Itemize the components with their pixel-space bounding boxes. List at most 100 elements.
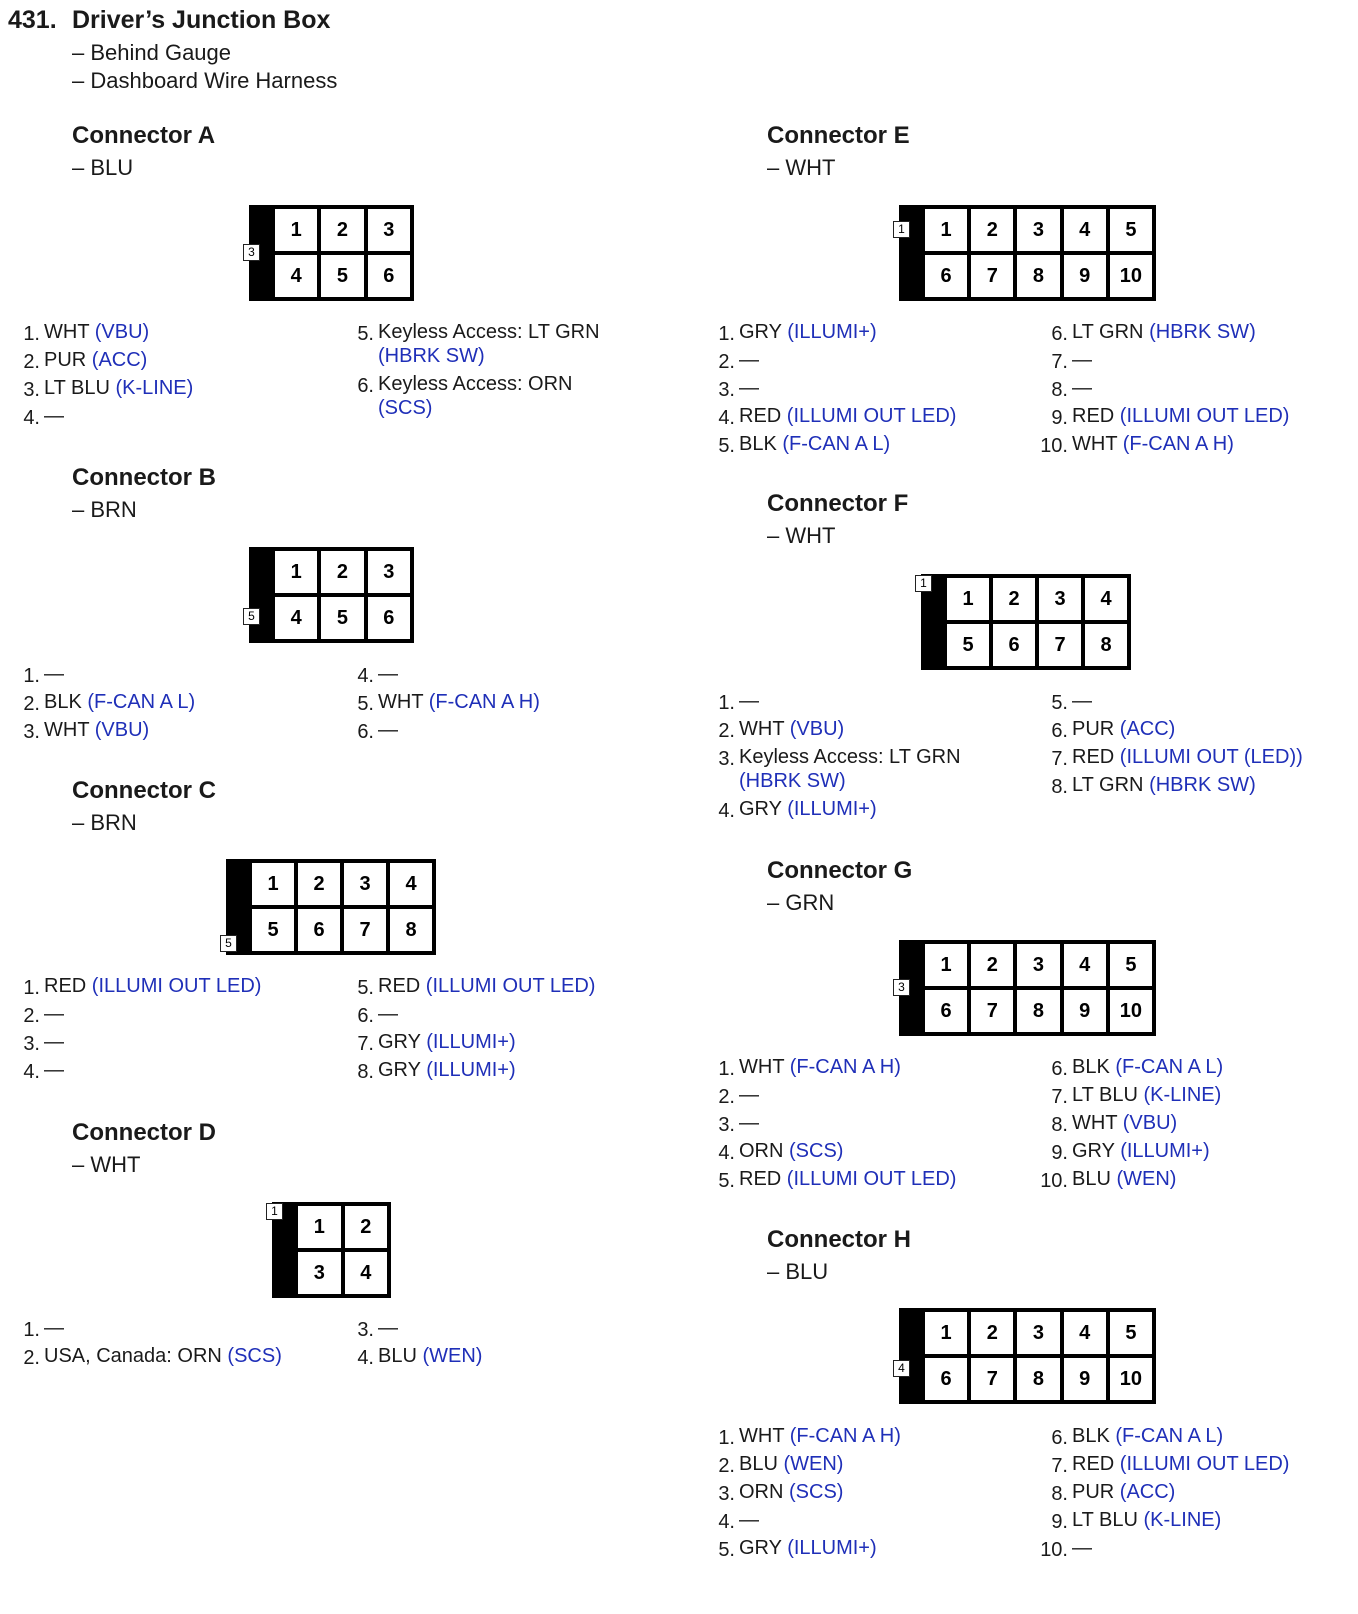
section-title: Driver’s Junction Box [72, 6, 331, 34]
pin-description: — [44, 662, 316, 686]
pin-cavity: 4 [275, 597, 318, 639]
wire-color: RED [739, 1168, 787, 1190]
wire-color: — [739, 349, 759, 371]
pin-entry: 8.GRY (ILLUMI+) [350, 1058, 670, 1083]
pin-number: 9. [1051, 1142, 1068, 1164]
wire-color: — [44, 405, 64, 427]
pin-list-left: 1.WHT (F-CAN A H)2.BLU (WEN)3.ORN (SCS)4… [711, 1424, 1031, 1564]
pin-entry: 9.LT BLU (K-LINE) [1044, 1508, 1344, 1533]
pin-entry: 6.BLK (F-CAN A L) [1044, 1055, 1344, 1080]
pin-description: BLU (WEN) [1072, 1167, 1344, 1191]
pin-entry: 2.— [16, 1002, 316, 1027]
pin-number: 3. [23, 379, 40, 401]
pin-description: — [378, 1316, 670, 1340]
pin-entry: 5.GRY (ILLUMI+) [711, 1536, 1031, 1561]
pin-description: GRY (ILLUMI+) [378, 1058, 670, 1082]
pin-number: 5. [357, 323, 374, 345]
wire-color: — [739, 1084, 759, 1106]
locator-tab: 1 [266, 1203, 283, 1220]
pin-description: — [1072, 348, 1344, 372]
pin-cavity: 3 [1017, 1312, 1060, 1354]
pin-description: — [44, 1058, 316, 1082]
pin-description: WHT (F-CAN A H) [1072, 432, 1344, 456]
wire-color: GRY [1072, 1140, 1121, 1162]
pin-entry: 4.BLU (WEN) [350, 1344, 670, 1369]
pin-cavity: 5 [1109, 209, 1152, 251]
pin-description: RED (ILLUMI OUT LED) [1072, 404, 1344, 428]
pin-cavity: 8 [1017, 990, 1060, 1032]
pin-number: 4. [357, 665, 374, 687]
pin-entry: 1.WHT (F-CAN A H) [711, 1055, 1031, 1080]
signal-name: (K-LINE) [1143, 1084, 1222, 1106]
pin-number: 1. [718, 1427, 735, 1449]
pin-entry: 1.RED (ILLUMI OUT LED) [16, 974, 316, 999]
wire-color: — [44, 1031, 64, 1053]
pin-description: — [44, 404, 316, 428]
pin-cavity: 3 [1017, 209, 1060, 251]
wire-color: — [378, 1003, 398, 1025]
pin-cavity: 8 [390, 909, 432, 951]
locator-tab: 4 [893, 1360, 910, 1377]
wire-color: PUR [1072, 718, 1120, 740]
pin-cavity: 4 [1063, 944, 1106, 986]
wire-color: — [739, 1112, 759, 1134]
pin-number: 4. [718, 1511, 735, 1533]
pin-description: LT BLU (K-LINE) [44, 376, 316, 400]
wire-color: RED [1072, 746, 1120, 768]
pin-description: GRY (ILLUMI+) [739, 320, 1031, 344]
pin-number: 5. [1051, 692, 1068, 714]
connector-color: – BLU [72, 155, 134, 180]
pin-cavity: 6 [993, 624, 1035, 666]
pin-cavity: 6 [367, 597, 410, 639]
wire-color: WHT [44, 719, 95, 741]
connector-color: – BRN [72, 810, 137, 835]
pin-description: LT GRN (HBRK SW) [1072, 320, 1344, 344]
wire-color: — [739, 1509, 759, 1531]
pin-cavity: 4 [344, 1252, 387, 1294]
pin-list-right: 3.—4.BLU (WEN) [350, 1316, 670, 1372]
pin-entry: 1.WHT (F-CAN A H) [711, 1424, 1031, 1449]
page-title: 431.Driver’s Junction Box [8, 6, 330, 35]
pin-cavity: 5 [321, 597, 364, 639]
pin-number: 6. [357, 1005, 374, 1027]
connector-key-block [230, 863, 248, 905]
pin-cavity: 6 [925, 990, 968, 1032]
wire-color: — [44, 1003, 64, 1025]
pin-entry: 7.RED (ILLUMI OUT LED) [1044, 1452, 1344, 1477]
pin-list-right: 5.—6.PUR (ACC)7.RED (ILLUMI OUT (LED))8.… [1044, 689, 1354, 801]
wire-color: — [378, 719, 398, 741]
pin-description: RED (ILLUMI OUT LED) [1072, 1452, 1344, 1476]
pin-entry: 2.WHT (VBU) [711, 717, 1031, 742]
wire-color: — [1072, 377, 1092, 399]
pin-entry: 8.LT GRN (HBRK SW) [1044, 773, 1354, 798]
locator-tab: 5 [243, 608, 260, 625]
pin-number: 5. [357, 977, 374, 999]
pin-number: 7. [1051, 748, 1068, 770]
pin-description: Keyless Access: ORN(SCS) [378, 372, 670, 420]
pin-list-left: 1.WHT (F-CAN A H)2.—3.—4.ORN (SCS)5.RED … [711, 1055, 1031, 1195]
pin-description: RED (ILLUMI OUT (LED)) [1072, 745, 1354, 769]
pin-number: 7. [1051, 351, 1068, 373]
connector-color: – GRN [767, 890, 835, 915]
signal-name: (HBRK SW) [1149, 321, 1256, 343]
pin-entry: 1.— [16, 662, 316, 687]
pin-description: — [739, 1083, 1031, 1107]
connector-key-block [253, 209, 271, 251]
pin-entry: 6.— [350, 1002, 670, 1027]
pin-number: 1. [23, 977, 40, 999]
pin-number: 5. [718, 435, 735, 457]
wire-color: RED [378, 975, 426, 997]
pin-list-left: 1.—2.BLK (F-CAN A L)3.WHT (VBU) [16, 662, 316, 746]
pin-description: PUR (ACC) [1072, 1480, 1344, 1504]
pin-description: — [1072, 1536, 1344, 1560]
pin-description: ORN (SCS) [739, 1139, 1031, 1163]
pin-description: WHT (F-CAN A H) [739, 1424, 1031, 1448]
pin-list-left: 1.RED (ILLUMI OUT LED)2.—3.—4.— [16, 974, 316, 1086]
wire-color: WHT [378, 691, 429, 713]
pin-description: WHT (VBU) [1072, 1111, 1344, 1135]
pin-list-right: 6.BLK (F-CAN A L)7.LT BLU (K-LINE)8.WHT … [1040, 1055, 1344, 1195]
pin-description: BLK (F-CAN A L) [1072, 1424, 1344, 1448]
signal-name: (F-CAN A H) [428, 691, 540, 713]
